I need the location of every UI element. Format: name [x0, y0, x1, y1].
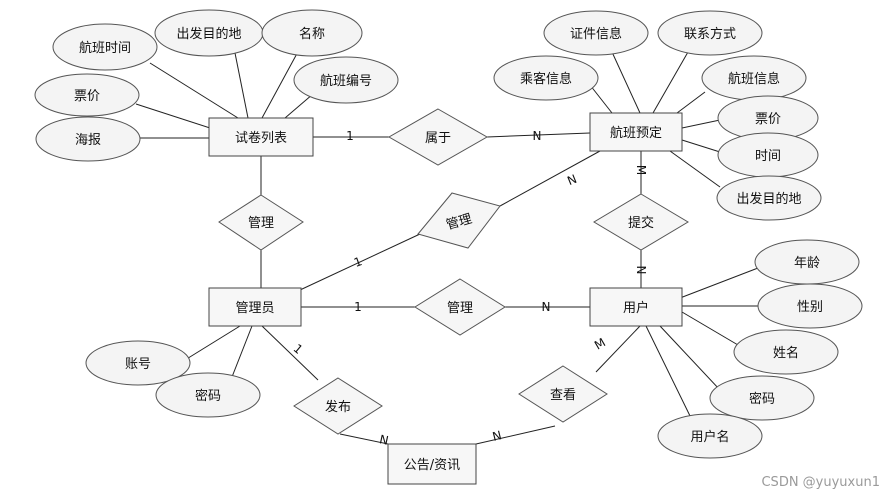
- svg-text:证件信息: 证件信息: [570, 26, 622, 42]
- svg-text:年龄: 年龄: [794, 256, 820, 271]
- attr-username: 用户名: [657, 413, 763, 459]
- attr-flight-info: 航班信息: [701, 55, 807, 101]
- relationship-belongs[interactable]: 属于: [387, 108, 489, 166]
- attr-passenger-info: 乘客信息: [493, 55, 599, 101]
- card-manage-user-n: N: [542, 300, 551, 314]
- svg-text:航班信息: 航班信息: [728, 71, 780, 87]
- attr-time: 时间: [717, 132, 819, 178]
- entity-booking-label: 航班预定: [610, 125, 662, 141]
- relationship-manage-booking-label: 管理: [445, 212, 474, 234]
- card-admin-publish: 1: [291, 341, 306, 357]
- entity-notice[interactable]: 公告/资讯: [387, 443, 477, 485]
- entity-admin-label: 管理员: [235, 301, 274, 316]
- svg-text:票价: 票价: [74, 89, 100, 104]
- svg-text:密码: 密码: [195, 388, 221, 404]
- svg-text:出发目的地: 出发目的地: [736, 191, 801, 207]
- attr-name: 名称: [261, 9, 363, 57]
- attr-age: 年龄: [754, 239, 860, 285]
- svg-text:出发目的地: 出发目的地: [176, 26, 241, 42]
- entity-user[interactable]: 用户: [589, 287, 683, 327]
- relationship-manage-user[interactable]: 管理: [414, 278, 506, 336]
- relationship-publish-label: 发布: [325, 399, 351, 415]
- relationship-submit-label: 提交: [628, 215, 654, 231]
- relationship-belongs-label: 属于: [425, 131, 451, 146]
- attr-origin-dest-booking: 出发目的地: [716, 175, 822, 221]
- attr-admin-password: 密码: [155, 372, 261, 418]
- attr-price-paper: 票价: [34, 73, 140, 117]
- svg-text:乘客信息: 乘客信息: [520, 71, 572, 87]
- watermark: CSDN @yuyuxun1: [761, 475, 880, 490]
- card-belongs-booking: N: [533, 129, 542, 143]
- svg-text:名称: 名称: [299, 26, 325, 42]
- attr-gender: 性别: [757, 283, 863, 329]
- attr-flight-time: 航班时间: [52, 23, 158, 71]
- entity-admin[interactable]: 管理员: [208, 287, 302, 327]
- relationship-manage-paper[interactable]: 管理: [218, 194, 304, 251]
- relationship-manage-booking[interactable]: 管理: [417, 192, 501, 249]
- edges: [135, 47, 759, 445]
- svg-text:账号: 账号: [125, 357, 151, 372]
- card-booking-submit: M: [634, 165, 648, 175]
- svg-text:票价: 票价: [755, 112, 781, 127]
- card-submit-user: N: [634, 266, 648, 275]
- card-paper-belongs: 1: [346, 129, 354, 143]
- svg-text:联系方式: 联系方式: [684, 26, 736, 42]
- attr-flight-no: 航班编号: [293, 56, 399, 104]
- attr-user-name: 姓名: [733, 329, 839, 375]
- svg-text:姓名: 姓名: [773, 345, 799, 361]
- card-publish-notice: N: [378, 432, 390, 448]
- relationship-submit[interactable]: 提交: [593, 193, 689, 251]
- entity-paper-list-label: 试卷列表: [235, 130, 287, 146]
- card-view-user: M: [592, 335, 608, 352]
- entity-user-label: 用户: [623, 300, 649, 316]
- svg-text:性别: 性别: [797, 300, 823, 315]
- attr-id-info: 证件信息: [543, 10, 649, 56]
- svg-text:密码: 密码: [749, 391, 775, 407]
- attr-price-booking: 票价: [717, 95, 819, 141]
- relationship-publish[interactable]: 发布: [293, 377, 383, 435]
- attr-user-password: 密码: [709, 375, 815, 421]
- card-admin-manage-user: 1: [354, 300, 362, 314]
- svg-text:航班编号: 航班编号: [320, 73, 372, 89]
- svg-text:海报: 海报: [75, 133, 101, 148]
- relationship-view-label: 查看: [550, 387, 576, 403]
- card-notice-view: N: [491, 428, 503, 444]
- entity-booking[interactable]: 航班预定: [589, 112, 683, 152]
- relationship-view[interactable]: 查看: [518, 365, 608, 423]
- attr-poster: 海报: [35, 116, 141, 162]
- entity-paper-list[interactable]: 试卷列表: [208, 117, 314, 157]
- svg-text:航班时间: 航班时间: [79, 40, 131, 56]
- relationship-manage-paper-label: 管理: [248, 216, 274, 231]
- attr-origin-dest-paper: 出发目的地: [154, 9, 264, 57]
- svg-text:时间: 时间: [755, 149, 781, 164]
- entity-notice-label: 公告/资讯: [404, 458, 460, 473]
- attr-contact: 联系方式: [657, 10, 763, 56]
- attr-account: 账号: [85, 340, 191, 386]
- card-manage-booking-n: N: [565, 172, 579, 188]
- svg-text:用户名: 用户名: [690, 429, 729, 445]
- relationship-manage-user-label: 管理: [447, 301, 473, 316]
- card-admin-manage-booking: 1: [352, 254, 364, 270]
